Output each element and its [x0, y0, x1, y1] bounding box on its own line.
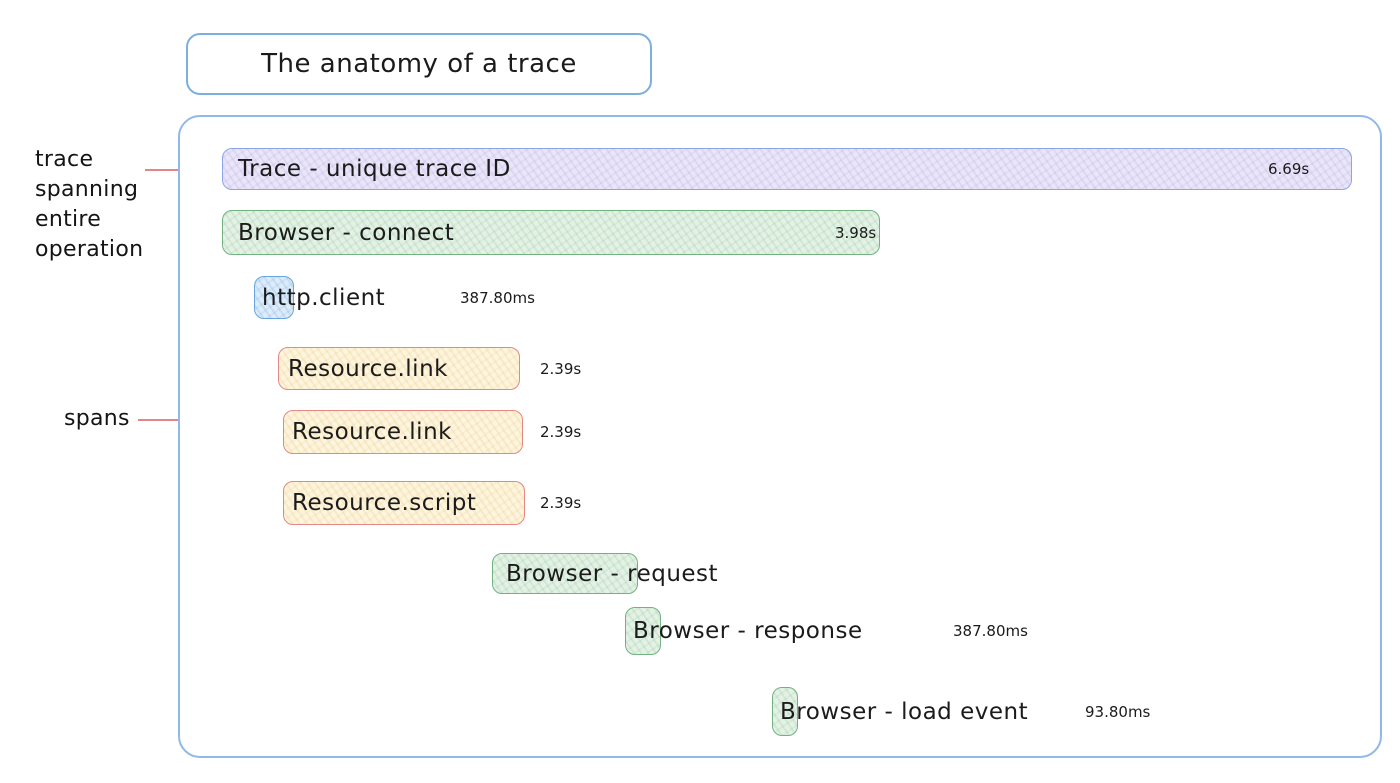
span-label-3: Resource.link — [288, 355, 448, 382]
span-duration-4: 2.39s — [540, 423, 582, 441]
span-bar-0 — [222, 148, 1352, 190]
span-label-4: Resource.link — [292, 419, 452, 445]
span-duration-8: 93.80ms — [1085, 702, 1151, 721]
span-duration-2: 387.80ms — [460, 288, 535, 307]
annotation-spans: spans — [64, 406, 130, 431]
span-label-1: Browser - connect — [238, 219, 455, 246]
span-duration-1: 3.98s — [835, 223, 877, 242]
span-bar-7 — [625, 607, 661, 655]
span-duration-5: 2.39s — [540, 494, 582, 512]
span-duration-3: 2.39s — [540, 359, 582, 378]
span-label-8: Browser - load event — [780, 698, 1029, 725]
span-bar-2 — [254, 276, 294, 319]
span-duration-7: 387.80ms — [953, 622, 1028, 640]
span-label-5: Resource.script — [292, 490, 477, 516]
span-label-7: Browser - response — [633, 618, 863, 644]
annotation-trace-spanning: trace spanning entire operation — [35, 147, 144, 262]
span-bar-1 — [222, 210, 880, 255]
span-bar-4 — [283, 410, 523, 454]
span-label-0: Trace - unique trace ID — [238, 156, 511, 182]
span-label-6: Browser - request — [506, 560, 719, 587]
span-bar-5 — [283, 481, 525, 525]
span-bar-8 — [772, 687, 798, 736]
diagram-title: The anatomy of a trace — [261, 49, 577, 79]
diagram-title-box: The anatomy of a trace — [186, 33, 652, 95]
span-bar-3 — [278, 347, 520, 390]
spans-pointer-line — [138, 419, 208, 421]
span-bar-6 — [492, 553, 638, 594]
span-duration-0: 6.69s — [1268, 160, 1310, 178]
trace-pointer-line — [145, 169, 206, 171]
span-label-2: http.client — [262, 284, 386, 311]
